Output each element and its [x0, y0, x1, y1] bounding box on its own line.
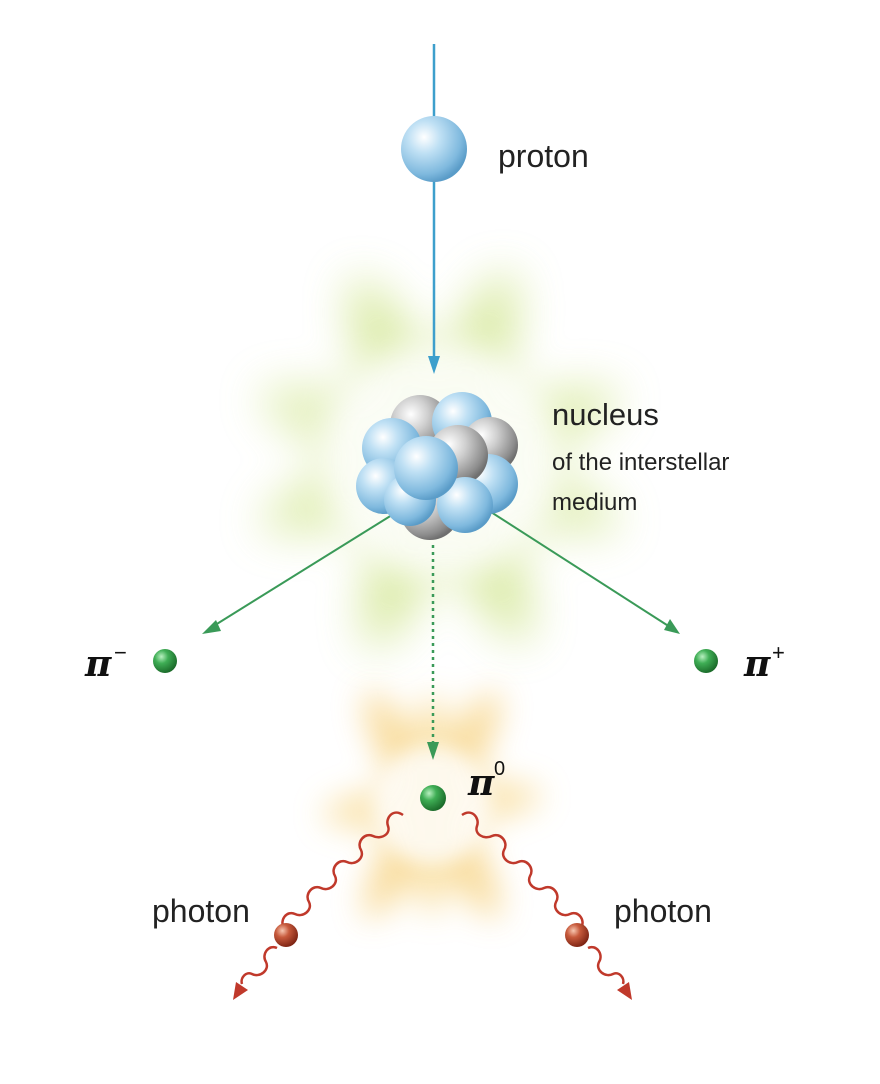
proton-arrowhead — [428, 356, 440, 374]
photon-right-ball — [565, 923, 589, 947]
photon-right-label: photon — [614, 893, 712, 929]
pion-plus-superscript: + — [772, 640, 785, 665]
proton-ball-nucleus — [394, 436, 458, 500]
pion-zero-arrowhead — [427, 742, 439, 760]
pion-minus-arrowhead — [202, 620, 221, 634]
proton-ball-nucleus — [437, 477, 493, 533]
pion-zero-ball — [420, 785, 446, 811]
pion-minus-superscript: − — [114, 640, 127, 665]
nucleus-label: nucleus — [552, 397, 659, 432]
nucleus-cluster — [356, 392, 518, 540]
proton-label: proton — [498, 138, 589, 174]
photon-left-arrowhead — [233, 982, 248, 1000]
photon-left-label: photon — [152, 893, 250, 929]
nucleus-description-line1: of the interstellar — [552, 449, 729, 476]
pion-zero-superscript: 0 — [494, 758, 505, 780]
pion-minus-ball — [153, 649, 177, 673]
pion-minus-track — [202, 509, 401, 634]
pion-zero-track — [427, 545, 439, 760]
pion-plus-ball — [694, 649, 718, 673]
photon-right-track — [461, 811, 625, 985]
pion-zero-symbol: π — [467, 762, 495, 804]
photon-left-track — [240, 811, 404, 985]
pion-plus-symbol: π — [743, 643, 771, 685]
proton-ball — [401, 116, 467, 182]
photon-right-arrowhead — [617, 982, 632, 1000]
pion-plus-track — [479, 504, 680, 634]
pion-plus-arrowhead — [664, 619, 680, 634]
proton-track — [428, 44, 440, 374]
nucleus-description-line2: medium — [552, 489, 637, 516]
pion-minus-symbol: π — [84, 643, 112, 685]
photon-left-ball — [274, 923, 298, 947]
